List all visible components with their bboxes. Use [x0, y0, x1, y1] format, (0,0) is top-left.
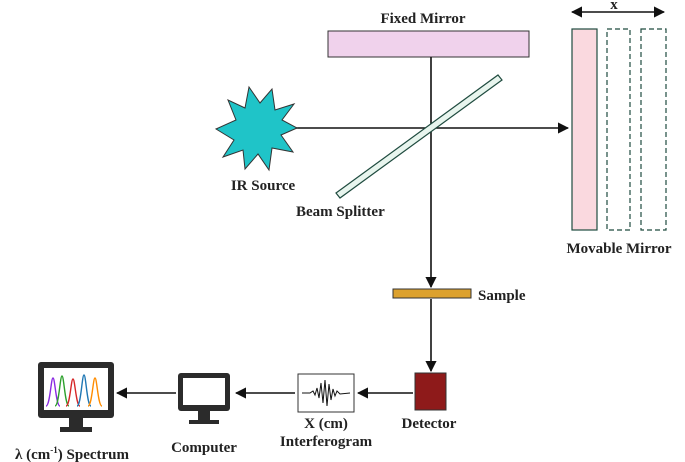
beam-splitter [335, 74, 503, 199]
detector-label: Detector [402, 416, 457, 432]
movable-mirror [571, 28, 598, 231]
movable-mirror-ghost-2 [640, 28, 667, 231]
x-distance-label: x [610, 0, 618, 13]
monitor-icon [178, 373, 230, 424]
movable-mirror-label: Movable Mirror [566, 241, 671, 257]
interferogram-label: Interferogram [280, 434, 373, 450]
starburst-icon [214, 85, 299, 172]
movable-mirror-ghost-1 [606, 28, 631, 231]
interferogram-axis-label: X (cm) [304, 416, 348, 432]
spectrum-peak [54, 375, 70, 407]
fixed-mirror [327, 30, 530, 58]
spectrum-peak [87, 377, 103, 407]
sample [392, 288, 472, 299]
spectrum-monitor-icon [38, 362, 114, 432]
spectrum-peak [76, 374, 92, 407]
beam-splitter-label: Beam Splitter [296, 204, 385, 220]
computer-label: Computer [171, 440, 237, 456]
waveform-icon [297, 373, 355, 413]
sample-label: Sample [478, 288, 526, 304]
spectrum-peak [65, 378, 81, 407]
detector [414, 372, 447, 411]
ir-source-label: IR Source [231, 178, 296, 194]
spectrum-label: λ (cm-1) Spectrum [15, 445, 130, 462]
fixed-mirror-label: Fixed Mirror [380, 11, 465, 27]
